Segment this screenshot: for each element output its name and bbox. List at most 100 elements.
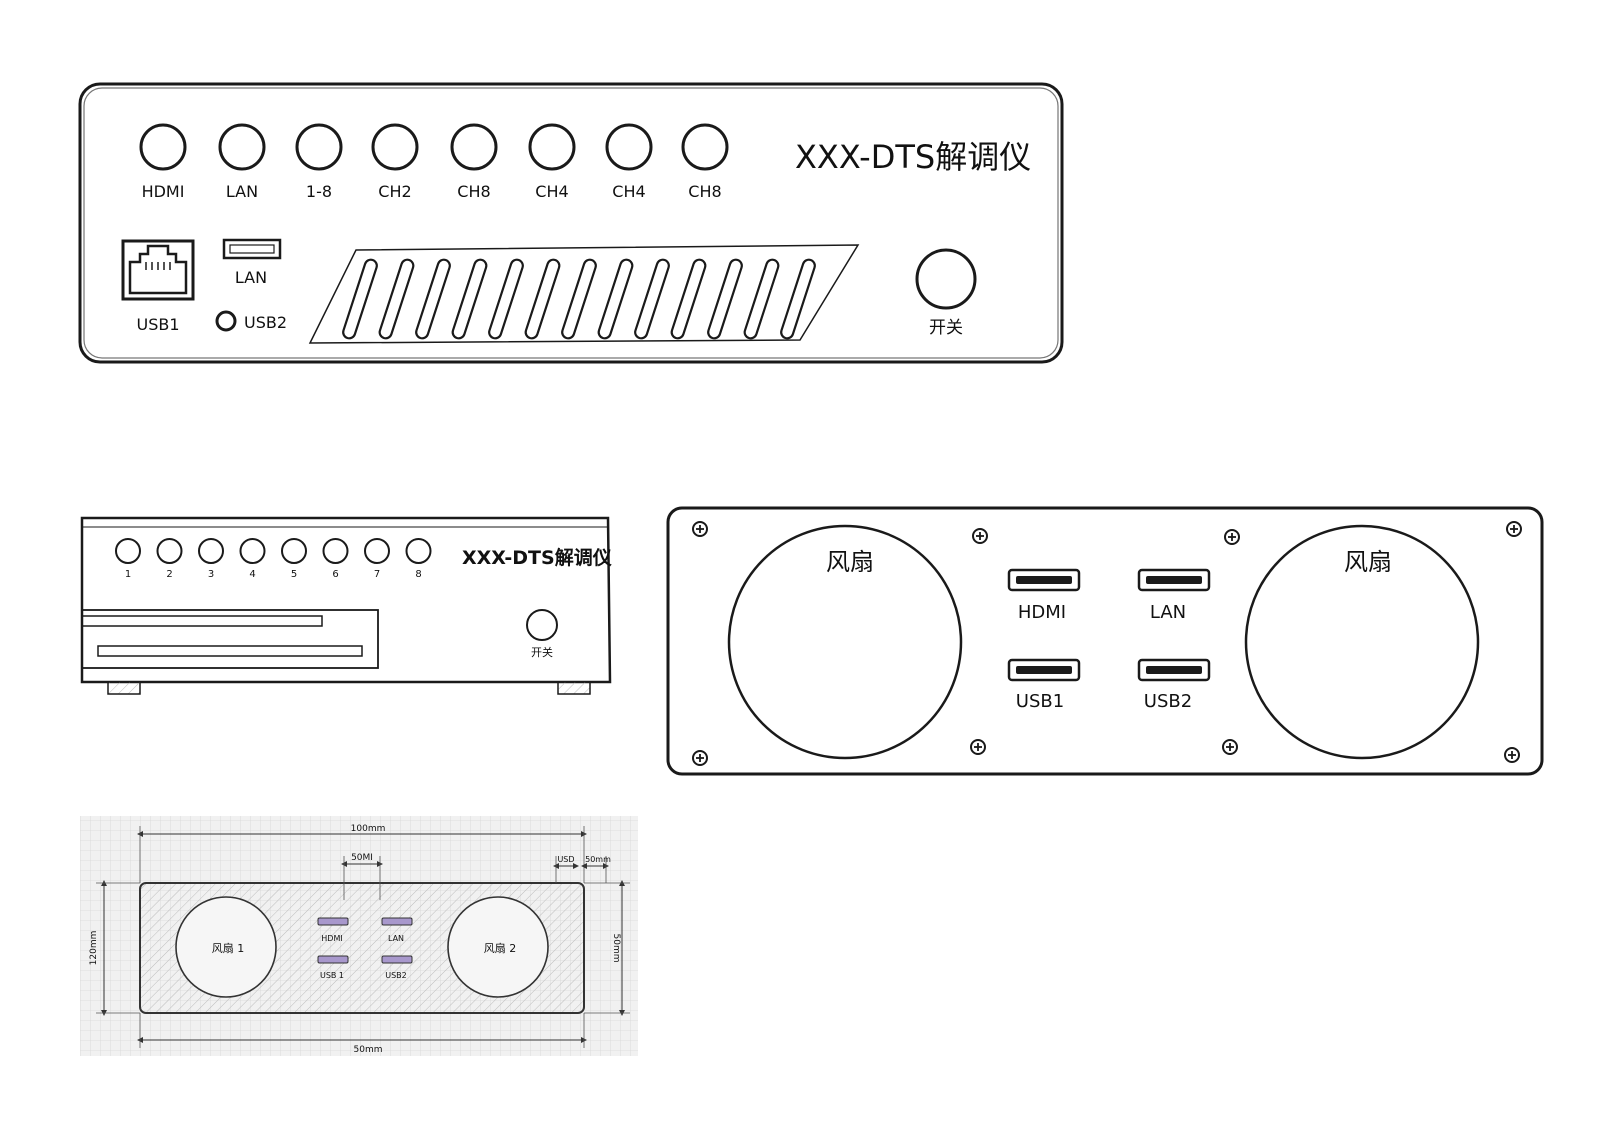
vent-slot [743, 258, 780, 340]
panel3-port[interactable] [1137, 658, 1211, 682]
fan2-circle [447, 896, 549, 998]
dim-mid-label: 50MI [351, 853, 373, 863]
panel3-port-label: HDMI [1018, 602, 1066, 623]
panel3-port[interactable] [1007, 568, 1081, 592]
panel1-lan-label: LAN [235, 268, 267, 287]
panel1-port-label: CH4 [535, 182, 568, 201]
panel1-title: XXX-DTS解调仪 [795, 138, 1031, 176]
rj45-port-icon [121, 239, 195, 301]
left-foot [107, 681, 141, 695]
panel1-outer-frame [78, 82, 1064, 364]
slot-lower [97, 645, 363, 657]
fan-left-label: 风扇 [826, 548, 874, 576]
fan1-circle [175, 896, 277, 998]
panel1-port-label: 1-8 [306, 182, 332, 201]
fan1-label: 风扇 1 [212, 941, 245, 955]
panel4-usb-port[interactable] [381, 955, 413, 964]
vent-slot [597, 258, 634, 340]
panel1-port-connector[interactable] [528, 123, 576, 171]
panel1-port-label: LAN [226, 182, 258, 201]
usb2-round-port-icon [215, 310, 237, 332]
panel2-switch-label: 开关 [531, 645, 553, 659]
right-foot [557, 681, 591, 695]
panel3-port[interactable] [1007, 658, 1081, 682]
vent-slot [488, 258, 524, 340]
vent-slot [780, 258, 816, 340]
panel1-port-label: HDMI [142, 182, 185, 201]
panel1-port-label: CH8 [457, 182, 490, 201]
panel1-port-connector[interactable] [681, 123, 729, 171]
panel1-port-connector[interactable] [371, 123, 419, 171]
fan-left [727, 524, 963, 760]
vent-slot [378, 258, 415, 340]
panel2-port-label: 8 [415, 569, 421, 580]
panel1-connector-row: HDMI LAN 1-8 CH2 CH8 CH4 CH4 CH8 [139, 123, 729, 201]
panel2-port-connector[interactable] [115, 538, 141, 564]
fan2-label: 风扇 2 [484, 941, 517, 955]
panel4-usb-port[interactable] [381, 917, 413, 926]
panel2-port-connector[interactable] [364, 538, 390, 564]
vent-slot [524, 258, 561, 340]
vent-grille [308, 244, 860, 344]
panel3-port[interactable] [1137, 568, 1211, 592]
power-switch-button[interactable] [915, 248, 977, 310]
panel4-usb-port[interactable] [317, 955, 349, 964]
dim-right-label: 50mm [611, 934, 621, 963]
fan-right-label: 风扇 [1344, 548, 1392, 576]
vent-slot [342, 258, 378, 340]
panel3-screws [692, 521, 1522, 766]
panel1-port-connector[interactable] [218, 123, 266, 171]
dim-left-label: 120mm [89, 931, 99, 966]
panel1-port-label: CH8 [688, 182, 721, 201]
panel1-port-connector[interactable] [450, 123, 498, 171]
panel2-port-connector[interactable] [281, 538, 307, 564]
panel1-usb1-label: USB1 [136, 315, 179, 334]
dim-bottom-label: 50mm [354, 1045, 383, 1055]
panel1-usb2-label: USB2 [244, 313, 287, 332]
panel2-port-connector[interactable] [322, 538, 349, 564]
panel2-port-connector[interactable] [156, 538, 183, 564]
vent-slot [451, 258, 488, 340]
panel4-port-label: LAN [388, 934, 404, 943]
vent-slot [561, 258, 597, 340]
panel1-switch-label: 开关 [929, 318, 963, 338]
screw-icon [1222, 739, 1238, 755]
panel4-port-label: USB2 [385, 971, 407, 980]
panel1-front-view: HDMI LAN 1-8 CH2 CH8 CH4 CH4 CH8 XXX-DTS解调仪 USB… [78, 82, 1064, 364]
panel2-power-switch[interactable] [526, 609, 558, 641]
panel2-port-label: 2 [166, 569, 172, 580]
panel3-port-label: USB1 [1016, 691, 1064, 712]
panel4-usb-port[interactable] [317, 917, 349, 926]
screw-icon [972, 528, 988, 544]
screw-icon [692, 750, 708, 766]
panel1-port-connector[interactable] [605, 123, 653, 171]
panel1-port-connector[interactable] [139, 123, 187, 171]
screw-icon [1504, 747, 1520, 763]
panel4-port-label: USB 1 [320, 971, 344, 980]
panel2-port-connector[interactable] [405, 538, 432, 564]
panel2-port-connector[interactable] [239, 538, 266, 564]
screw-icon [970, 739, 986, 755]
panel1-inner-frame [83, 87, 1059, 359]
panel2-port-label: 7 [374, 569, 380, 580]
vent-slot [670, 258, 707, 340]
panel2-port-connector[interactable] [198, 538, 224, 564]
panel1-port-connector[interactable] [295, 123, 343, 171]
drive-bay [81, 609, 379, 669]
dim-usd-label: USD [557, 855, 574, 864]
lan-slot-icon [222, 238, 282, 260]
screw-icon [1506, 521, 1522, 537]
panel3-port-label: LAN [1150, 602, 1186, 623]
fan-right [1244, 524, 1480, 760]
dim-right-top-label: 50mm [585, 855, 611, 864]
panel1-port-label: CH2 [378, 182, 411, 201]
dim-top-label: 100mm [351, 824, 386, 834]
panel1-port-label: CH4 [612, 182, 645, 201]
